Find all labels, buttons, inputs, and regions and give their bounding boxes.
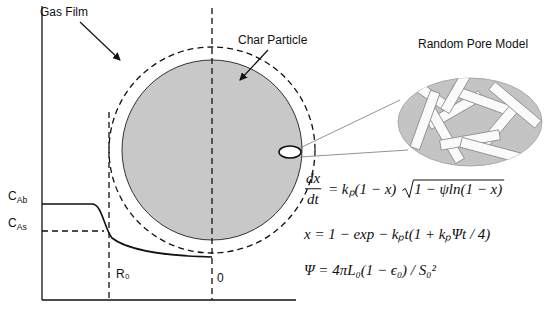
surface-concentration: [42, 230, 104, 231]
zoom-line: [300, 100, 400, 148]
pore-rod: [460, 137, 521, 162]
leader-arrow: [80, 22, 120, 60]
label: 0: [217, 272, 224, 285]
pore-rods: [403, 57, 542, 164]
label: Gas Film: [40, 6, 88, 19]
label: CAb: [8, 190, 27, 205]
equation: dt: [307, 191, 319, 208]
zoom-line: [300, 150, 408, 157]
fraction-bar: [305, 188, 321, 189]
equation: x = 1 − exp − kₚt(1 + kₚΨt / 4): [304, 226, 490, 243]
label: Char Particle: [238, 34, 307, 47]
equation: Ψ = 4πL₀(1 − ϵ₀) / S₀²: [304, 262, 436, 279]
label: R₀: [116, 268, 130, 281]
r0-line: [108, 112, 109, 300]
equation: = kₚ(1 − x): [328, 181, 396, 198]
concentration-profile: [42, 204, 212, 257]
pore: [279, 146, 301, 158]
pore-rod: [441, 57, 480, 114]
label: CAs: [8, 217, 27, 232]
axis: [42, 299, 296, 300]
radical-sign: [402, 180, 504, 198]
equation: dx: [306, 170, 320, 187]
leader-arrow: [240, 50, 268, 80]
label: Random Pore Model: [418, 38, 528, 51]
equation: 1 − ψln(1 − x): [414, 181, 502, 198]
pore-rod: [489, 82, 541, 128]
pore-rod: [410, 90, 440, 150]
axis: [41, 6, 42, 300]
